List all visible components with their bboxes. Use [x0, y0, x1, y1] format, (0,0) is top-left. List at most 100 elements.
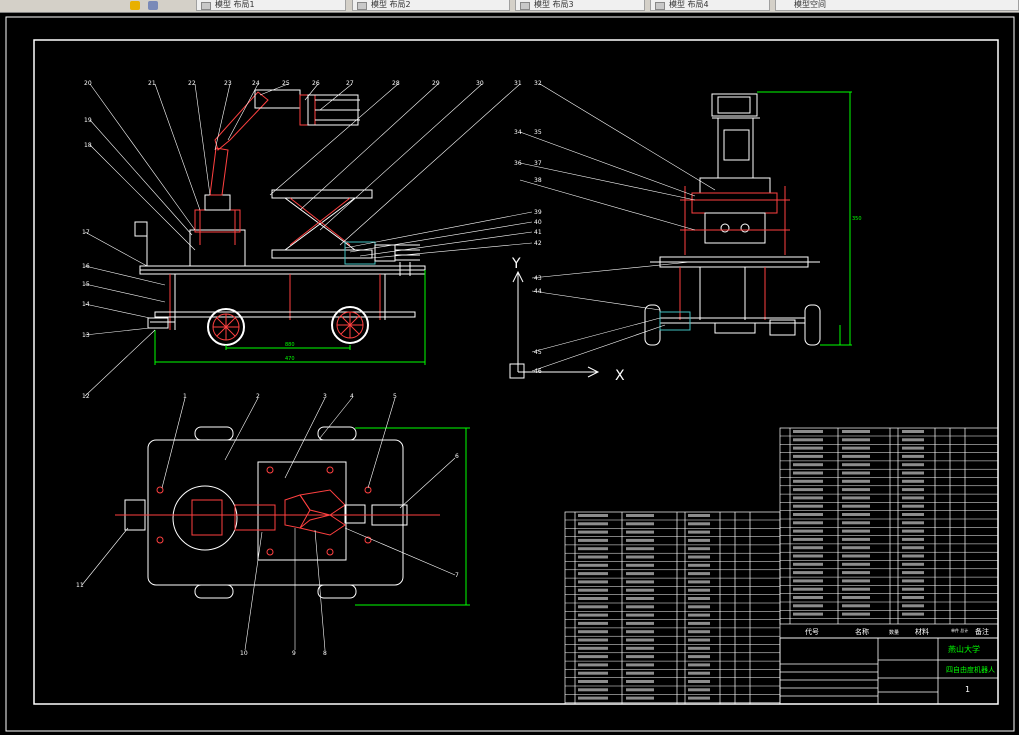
cell-text-mark — [902, 529, 924, 533]
cell-text-mark — [902, 488, 924, 492]
cell-text-mark — [578, 671, 608, 675]
callout-3: 3 — [323, 393, 327, 400]
cell-text-mark — [578, 530, 608, 534]
drawing-border — [33, 39, 999, 705]
cell-text-mark — [793, 446, 823, 450]
outer-frame — [5, 16, 1015, 732]
cell-text-mark — [902, 430, 924, 433]
callout-45: 45 — [534, 349, 542, 356]
cell-text-mark — [842, 546, 870, 550]
cell-text-mark — [626, 646, 654, 650]
tab-layout-1[interactable]: 模型 布局1 — [196, 0, 346, 11]
cell-text-mark — [793, 579, 823, 583]
cell-text-mark — [902, 562, 924, 566]
cell-text-mark — [902, 596, 924, 599]
callout-27: 27 — [346, 80, 354, 87]
layer-icon[interactable] — [130, 1, 140, 10]
callout-40: 40 — [534, 219, 542, 226]
cell-text-mark — [842, 513, 870, 516]
callout-8: 8 — [323, 650, 327, 657]
drawing-canvas[interactable]: 880 470 20 21 22 23 24 25 26 27 28 29 — [0, 12, 1019, 735]
cell-text-mark — [793, 438, 823, 442]
cell-text-mark — [578, 646, 608, 650]
callout-44: 44 — [534, 288, 542, 295]
cell-text-mark — [578, 655, 608, 659]
cell-text-mark — [578, 547, 608, 551]
plan-view — [115, 426, 470, 606]
cell-text-mark — [902, 454, 924, 458]
tab-layout-4[interactable]: 模型 布局4 — [650, 0, 770, 11]
tab-layout-2[interactable]: 模型 布局2 — [352, 0, 510, 11]
cell-text-mark — [578, 563, 608, 567]
cell-text-mark — [842, 596, 870, 599]
callout-28: 28 — [392, 80, 400, 87]
cell-text-mark — [578, 572, 608, 576]
callout-29: 29 — [432, 80, 440, 87]
callout-9: 9 — [292, 650, 296, 657]
callout-5: 5 — [393, 393, 397, 400]
callout-34: 34 — [514, 129, 522, 136]
drawing-name: 四自由度机器人 — [946, 665, 995, 674]
cell-text-mark — [902, 604, 924, 608]
cell-text-mark — [793, 604, 823, 608]
callout-16: 16 — [82, 263, 90, 270]
cell-text-mark — [626, 680, 654, 683]
cell-text-mark — [578, 555, 608, 559]
cell-text-mark — [688, 538, 710, 542]
callout-12: 12 — [82, 393, 90, 400]
cell-text-mark — [688, 655, 710, 659]
callout-42: 42 — [534, 240, 542, 247]
cell-text-mark — [793, 504, 823, 508]
cell-text-mark — [842, 612, 870, 616]
cell-text-mark — [688, 588, 710, 592]
cell-text-mark — [626, 572, 654, 576]
properties-icon[interactable] — [148, 1, 158, 10]
cell-text-mark — [842, 571, 870, 575]
cell-text-mark — [626, 580, 654, 584]
callout-21: 21 — [148, 80, 156, 87]
callout-24: 24 — [252, 80, 260, 87]
cell-text-mark — [902, 612, 924, 616]
cell-text-mark — [842, 537, 870, 541]
layout-icon — [201, 2, 211, 10]
callout-35: 35 — [534, 129, 542, 136]
cell-text-mark — [902, 446, 924, 450]
callout-38: 38 — [534, 177, 542, 184]
cell-text-mark — [688, 621, 710, 625]
callout-14: 14 — [82, 301, 90, 308]
col-name: 名称 — [855, 627, 869, 636]
side-leaders — [84, 83, 521, 397]
layout-icon — [520, 2, 530, 10]
callout-39: 39 — [534, 209, 542, 216]
layout-icon — [357, 2, 367, 10]
cell-text-mark — [793, 529, 823, 533]
cell-text-mark — [626, 688, 654, 692]
title-block — [779, 637, 999, 705]
callout-13: 13 — [82, 332, 90, 339]
tab-model-space[interactable]: 模型空间 — [775, 0, 1019, 11]
callout-41: 41 — [534, 229, 542, 236]
cell-text-mark — [626, 522, 654, 526]
toolbar-icons — [130, 0, 180, 11]
cell-text-mark — [793, 430, 823, 433]
side-callouts: 20 21 22 23 24 25 26 27 28 29 30 31 32 1… — [82, 80, 542, 400]
axis-x-label: X — [615, 368, 625, 384]
callout-32: 32 — [534, 80, 542, 87]
tab-layout-3[interactable]: 模型 布局3 — [515, 0, 645, 11]
cell-text-mark — [688, 630, 710, 634]
cell-text-mark — [688, 680, 710, 683]
cell-text-mark — [688, 663, 710, 667]
cell-text-mark — [842, 562, 870, 566]
cell-text-mark — [842, 463, 870, 467]
cell-text-mark — [626, 663, 654, 667]
callout-7: 7 — [455, 572, 459, 579]
cell-text-mark — [578, 597, 608, 600]
cell-text-mark — [578, 621, 608, 625]
cell-text-mark — [578, 663, 608, 667]
cell-text-mark — [688, 522, 710, 526]
col-remark: 备注 — [975, 627, 989, 636]
col-qty: 数量 — [889, 629, 899, 636]
cell-text-mark — [688, 696, 710, 700]
layout-tab-bar: 模型 布局1 模型 布局2 模型 布局3 模型 布局4 模型空间 — [0, 0, 1019, 13]
cell-text-mark — [626, 696, 654, 700]
